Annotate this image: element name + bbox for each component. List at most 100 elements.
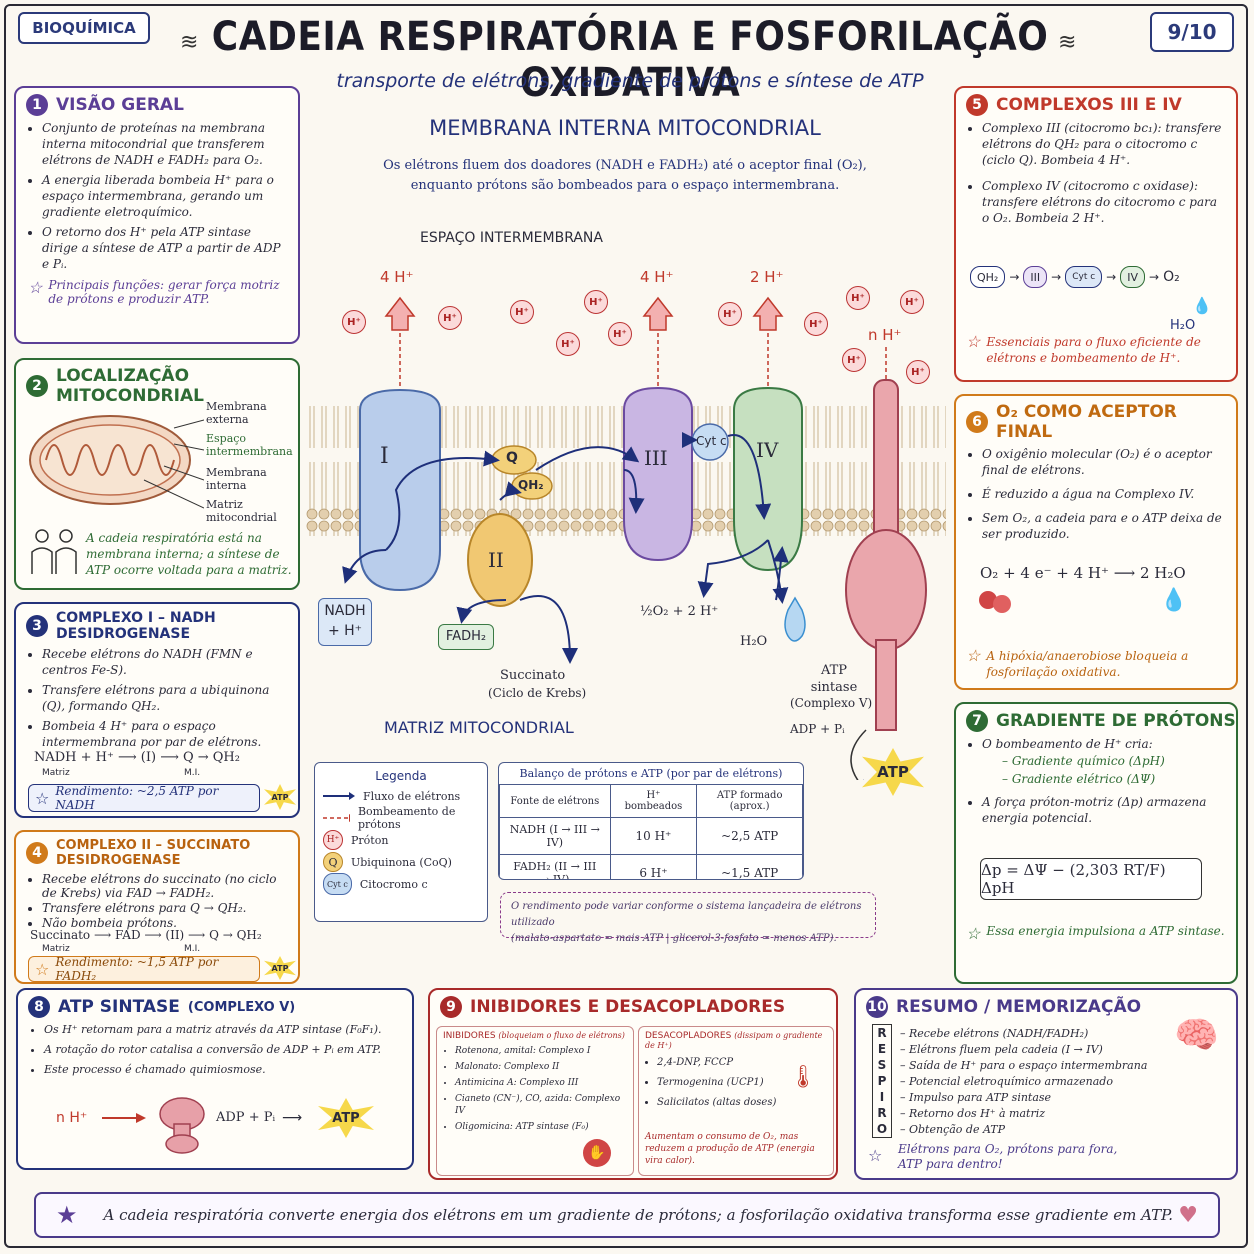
table-cell: ~1,5 ATP [696, 854, 803, 879]
box-title: RESUMO / MEMORIZAÇÃO [896, 997, 1142, 1017]
star-icon: ☆ [35, 959, 50, 979]
list-item: – Recebe elétrons (NADH/FADH₂) [900, 1027, 1089, 1040]
uncouplers-note: Aumentam o consumo de O₂, mas reduzem a … [645, 1132, 815, 1166]
summary-note-line: Elétrons para O₂, prótons para fora, [898, 1142, 1118, 1156]
cytochrome-c-label: Cyt c [696, 434, 727, 448]
box-note: Principais funções: gerar força motriz d… [48, 278, 280, 306]
proton-pump-arrow-1 [384, 296, 416, 331]
page-title: CADEIA RESPIRATÓRIA E FOSFORILAÇÃO OXIDA… [211, 14, 1049, 106]
atp-synthase-head [845, 529, 927, 651]
thermometer-icon: 🌡 [789, 1065, 817, 1090]
summary-note-line: ATP para dentro! [898, 1157, 1003, 1171]
label-matrix: MATRIZ MITOCONDRIAL [384, 718, 574, 737]
table-header: H⁺ bombeados [609, 784, 698, 818]
table-cell: 10 H⁺ [609, 817, 698, 855]
pump-label-complex-1: 4 H⁺ [380, 268, 414, 286]
shuttle-note-line: O rendimento pode variar conforme o sist… [511, 901, 862, 928]
table-cell: FADH₂ (II → III → IV) [499, 854, 611, 879]
star-icon: ☆ [966, 924, 981, 943]
list-item: – Obtenção de ATP [900, 1123, 1006, 1136]
yield-box: ☆Rendimento: ~1,5 ATP por FADH₂ [28, 955, 260, 983]
proton: H⁺ [556, 332, 580, 356]
water-drop-icon: 💧 [1160, 588, 1188, 613]
table-row: Fonte de elétrons H⁺ bombeados ATP forma… [499, 784, 803, 818]
box-title: O₂ COMO ACEPTOR FINAL [996, 402, 1177, 442]
list-item: A energia liberada bombeia H⁺ para o esp… [42, 172, 288, 220]
complex-3-shape [623, 386, 693, 562]
complex-2-list: Recebe elétrons do succinato (no ciclo d… [16, 872, 298, 930]
complex-2-shape [467, 513, 533, 607]
inhibitors-subtitle: (bloqueiam o fluxo de elétrons) [498, 1031, 625, 1040]
box-title: LOCALIZAÇÃO MITOCONDRIAL [56, 366, 204, 406]
label-matrix: Matriz mitocondrial [206, 498, 277, 524]
people-icon [31, 529, 77, 574]
box-title: ATP SINTASE [58, 997, 180, 1017]
uncouplers-subtitle: (dissipam o gradiente de H⁺) [645, 1031, 823, 1050]
succinate-label: Succinato [500, 668, 566, 683]
list-item: Termogenina (UCP1) [657, 1075, 823, 1091]
gradient-list: O bombeamento de H⁺ cria: [956, 736, 1236, 752]
uncouplers-panel: DESACOPLADORES (dissipam o gradiente de … [638, 1026, 834, 1176]
mitochondrion-icon [29, 415, 204, 509]
star-icon: ☆ [35, 788, 50, 808]
chain-complex-3: III [1023, 266, 1048, 288]
acrostic-letter: E [877, 1042, 887, 1056]
equation-sub-matrix: Matriz [42, 768, 70, 778]
water-drop-icon: 💧 [1192, 296, 1212, 315]
box-number: 1 [26, 94, 48, 116]
list-item: O bombeamento de H⁺ cria: [982, 736, 1226, 752]
electron-chain: QH₂→ III→ Cyt c→ IV→ O₂ [970, 266, 1180, 288]
list-item: Os H⁺ retornam para a matriz através da … [44, 1022, 402, 1038]
acrostic-letter: I [879, 1090, 885, 1104]
chain-o2: O₂ [1163, 269, 1180, 285]
diagram-desc-line: Os elétrons fluem dos doadores (NADH e F… [383, 158, 867, 173]
legend-q-chip: Q [323, 852, 343, 872]
balance-title: Balanço de prótons e ATP (por par de elé… [519, 767, 783, 780]
footer-banner: ★ A cadeia respiratória converte energia… [34, 1192, 1220, 1238]
shuttle-note: O rendimento pode variar conforme o sist… [500, 892, 876, 944]
summary-list: – Recebe elétrons (NADH/FADH₂) – Elétron… [900, 1026, 1147, 1138]
label-intermembrane-space: Espaço intermembrana [206, 432, 293, 458]
proton-pump-arrow-4 [752, 296, 784, 331]
water-label: H₂O [1170, 318, 1196, 333]
proton: H⁺ [342, 310, 366, 334]
yield-text: Rendimento: ~2,5 ATP por NADH [55, 784, 219, 812]
atp-synthase-label-line: ATP [820, 663, 848, 678]
water-product: H₂O [740, 634, 768, 649]
list-item: Complexo III (citocromo bc₁): transfere … [982, 120, 1226, 168]
balance-table-box: Balanço de prótons e ATP (por par de elé… [498, 762, 804, 880]
ubiquinol-label: QH₂ [518, 478, 544, 492]
list-item: Complexo IV (citocromo c oxidase): trans… [982, 178, 1226, 226]
list-item: Não bombeia prótons. [42, 916, 288, 930]
box-number: 8 [28, 996, 50, 1018]
box-title: COMPLEXOS III E IV [996, 95, 1182, 115]
oxygen-molecule-icon [979, 591, 1011, 613]
list-item: 2,4-DNP, FCCP [657, 1055, 823, 1071]
box-number: 3 [26, 615, 48, 637]
page-frame [4, 4, 1248, 1248]
atp-burst-icon: ATP [264, 956, 296, 980]
list-item: Recebe elétrons do NADH (FMN e centros F… [42, 646, 288, 678]
footer-text: A cadeia respiratória converte energia d… [103, 1206, 1173, 1224]
list-item: É reduzido a água na Complexo IV. [982, 486, 1226, 502]
yield-text: Rendimento: ~1,5 ATP por FADH₂ [55, 955, 219, 983]
respiratory-chain-diagram [306, 296, 946, 780]
uncouplers-list: 2,4-DNP, FCCP Termogenina (UCP1) Salicil… [639, 1055, 833, 1111]
label-intermembrane: ESPAÇO INTERMEMBRANA [420, 230, 603, 246]
star-icon: ☆ [28, 278, 43, 297]
label-outer-membrane: Membrana externa [206, 400, 267, 426]
acrostic-letter: P [877, 1074, 887, 1088]
diagram-desc-line: enquanto prótons são bombeados para o es… [410, 178, 840, 193]
gradient-electric: – Gradiente elétrico (ΔΨ) [1002, 772, 1156, 786]
atp-burst-icon: ATP [264, 784, 296, 810]
complex-2-equation: Succinato ⟶ FAD ⟶ (II) ⟶ Q → QH₂ [30, 928, 262, 942]
title-deco-right: ≋ [1058, 30, 1077, 55]
box-note-text: A hipóxia/anaerobiose bloqueia a fosfori… [986, 649, 1189, 679]
complex-2-label: II [488, 548, 504, 572]
chain-cytc: Cyt c [1065, 266, 1103, 288]
box-title: VISÃO GERAL [56, 95, 184, 115]
